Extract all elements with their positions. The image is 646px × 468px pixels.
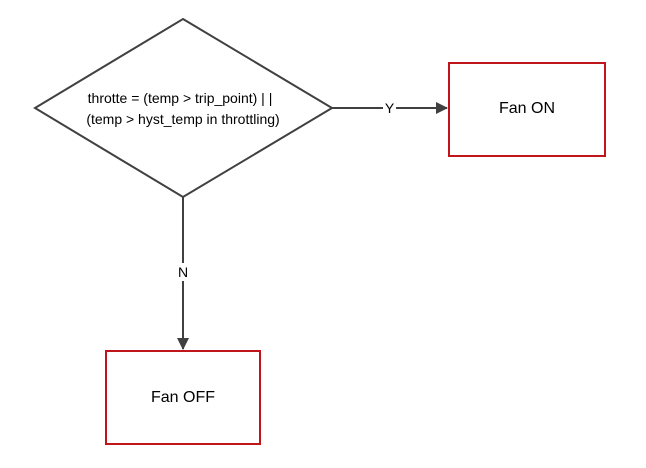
- fan-on-box: [448, 62, 606, 157]
- decision-text-line2: (temp > hyst_temp in throttling): [86, 111, 279, 127]
- fan-off-label: Fan OFF: [151, 389, 215, 406]
- fan-on-label: Fan ON: [499, 100, 555, 117]
- yes-label-bg: [383, 99, 396, 116]
- no-label: N: [178, 264, 188, 280]
- decision-text-line1: throtte = (temp > trip_point) | |: [88, 90, 273, 106]
- yes-label: Y: [385, 100, 395, 116]
- no-label-bg: [175, 263, 191, 281]
- decision-diamond: [33, 17, 334, 199]
- fan-off-box: [105, 350, 261, 445]
